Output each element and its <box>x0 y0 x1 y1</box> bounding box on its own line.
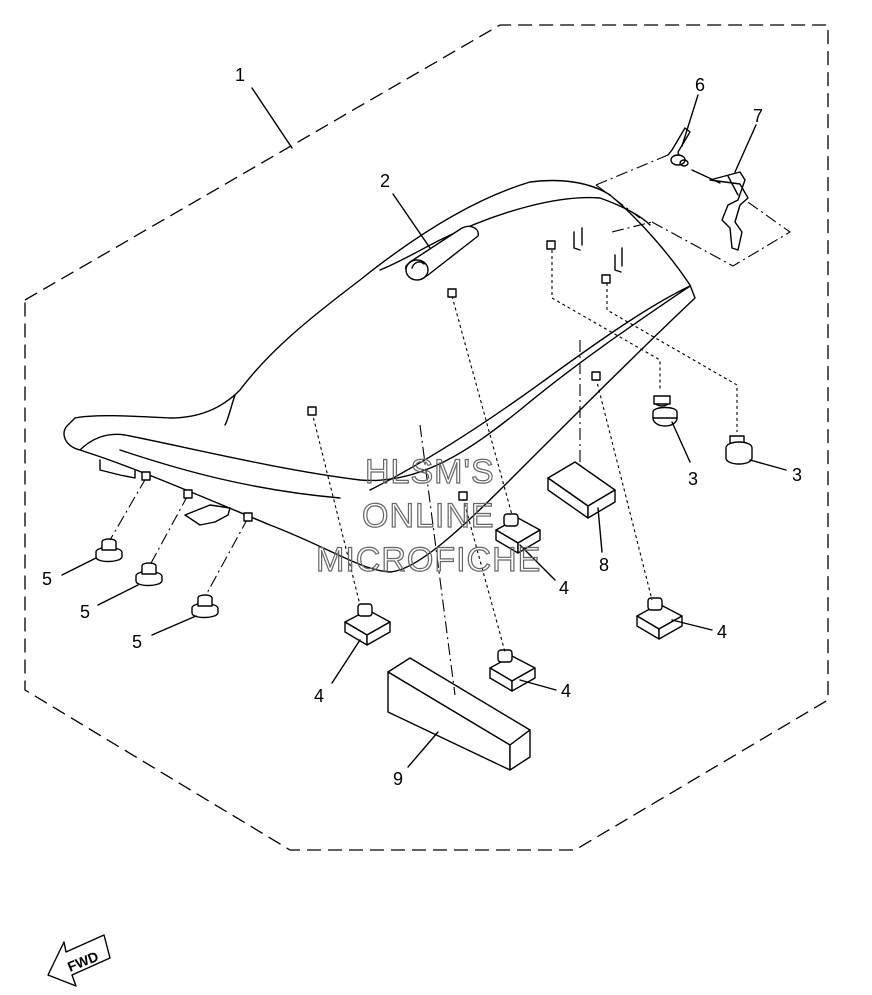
part-5-grommet-a <box>95 538 123 563</box>
svg-text:ONLINE: ONLINE <box>362 497 495 535</box>
part-2-roll <box>405 225 479 281</box>
callout-8: 8 <box>599 555 609 575</box>
callout-3a: 3 <box>688 469 698 489</box>
part-7-latch <box>691 169 749 251</box>
callout-4d: 4 <box>717 622 727 642</box>
callout-3b: 3 <box>792 465 802 485</box>
callout-1: 1 <box>235 65 245 85</box>
part-4-clip-a <box>344 603 391 646</box>
part-8-pad <box>547 461 616 519</box>
callout-4b: 4 <box>561 681 571 701</box>
callout-9: 9 <box>393 769 403 789</box>
svg-text:HLSM'S: HLSM'S <box>365 453 495 491</box>
part-4-clip-d <box>636 597 683 640</box>
svg-text:MICROFICHE: MICROFICHE <box>316 541 541 579</box>
part-4-clip-c <box>495 513 541 554</box>
part-5-grommet-b <box>135 562 163 587</box>
callout-6: 6 <box>695 75 705 95</box>
watermark: HLSM'S ONLINE MICROFICHE <box>315 452 541 579</box>
part-4-clip-b <box>489 649 536 692</box>
fwd-arrow-icon: FWD <box>47 934 111 987</box>
callout-4c: 4 <box>559 578 569 598</box>
part-5-grommet-c <box>191 594 219 619</box>
callout-5c: 5 <box>132 632 142 652</box>
callout-5b: 5 <box>80 602 90 622</box>
part-3-bumper-a <box>652 395 678 427</box>
part-6-clip <box>667 127 691 167</box>
callout-5a: 5 <box>42 569 52 589</box>
callout-4a: 4 <box>314 686 324 706</box>
seat <box>63 179 696 573</box>
part-3-bumper-b <box>725 435 753 465</box>
part-9-block <box>387 657 531 771</box>
callout-7: 7 <box>753 106 763 126</box>
callout-2: 2 <box>380 171 390 191</box>
